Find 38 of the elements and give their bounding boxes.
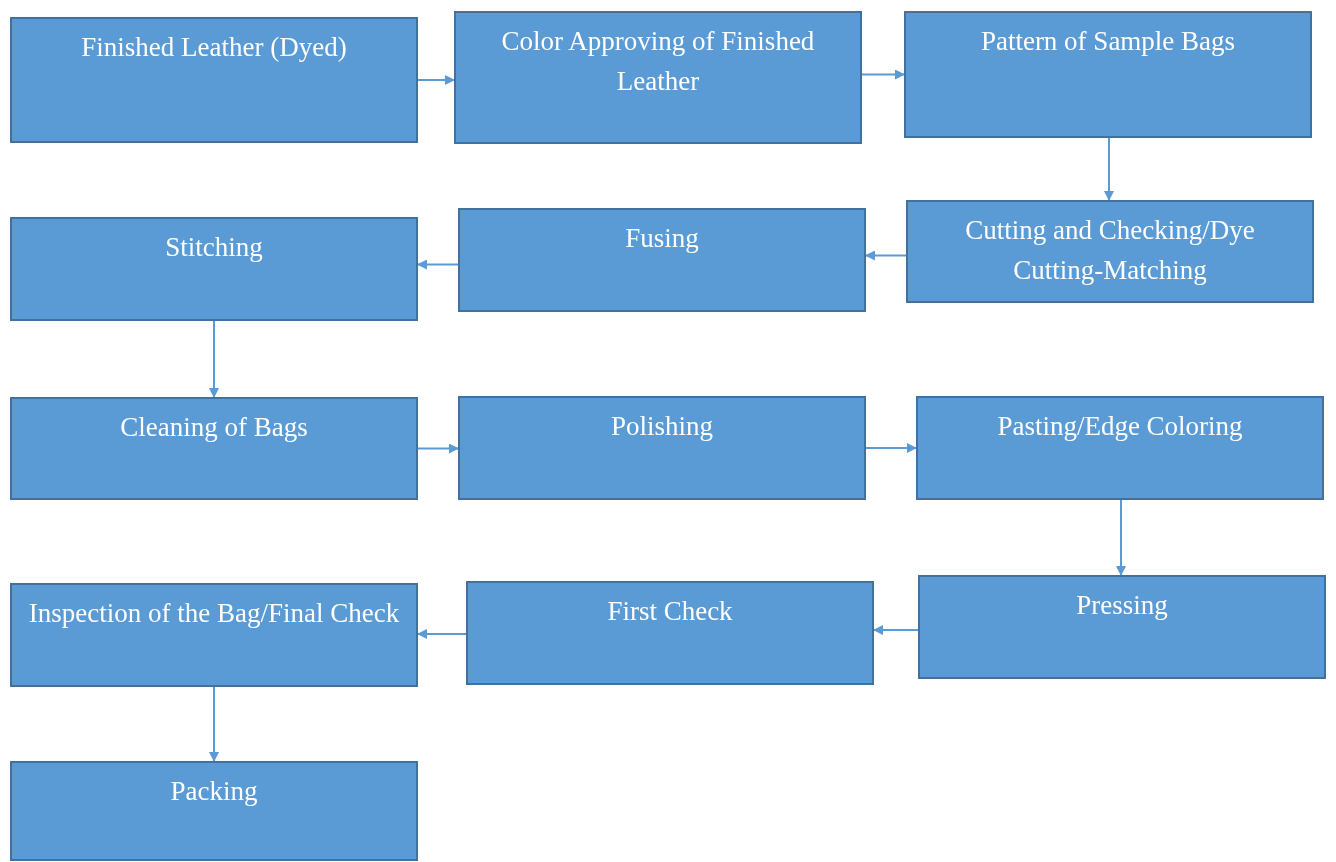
step-label: Packing	[169, 775, 259, 808]
arrow	[865, 250, 907, 261]
process-box	[918, 575, 1326, 679]
process-box	[458, 208, 866, 312]
arrow	[417, 443, 459, 454]
process-box	[10, 217, 418, 321]
step-label: Polishing	[610, 410, 714, 443]
process-box	[466, 581, 874, 685]
process-box	[454, 11, 862, 144]
process-box	[10, 583, 418, 687]
arrow	[1116, 499, 1126, 576]
arrow	[417, 75, 455, 85]
arrow	[209, 320, 219, 398]
step-label: Inspection of the Bag/Final Check	[27, 597, 401, 630]
step-label: Color Approving of Finished Leather	[500, 25, 816, 98]
process-box	[458, 396, 866, 500]
step-label: Pattern of Sample Bags	[979, 25, 1237, 58]
process-box	[10, 17, 418, 143]
arrow	[861, 69, 905, 80]
step-label: Stitching	[164, 231, 264, 264]
arrow	[873, 625, 919, 635]
step-label: Cutting and Checking/Dye Cutting-Matching	[964, 214, 1256, 287]
process-box	[916, 396, 1324, 500]
arrow	[865, 443, 917, 453]
arrow	[209, 686, 219, 762]
step-label: First Check	[606, 595, 734, 628]
arrow	[417, 259, 459, 270]
step-label: Finished Leather (Dyed)	[80, 31, 348, 64]
step-label: Pasting/Edge Coloring	[996, 410, 1244, 443]
step-label: Fusing	[624, 222, 700, 255]
process-box	[10, 761, 418, 861]
process-box	[906, 200, 1314, 303]
process-box	[10, 397, 418, 500]
arrow	[1104, 137, 1114, 201]
process-box	[904, 11, 1312, 138]
arrow	[417, 629, 467, 639]
step-label: Pressing	[1075, 589, 1169, 622]
step-label: Cleaning of Bags	[119, 411, 309, 444]
